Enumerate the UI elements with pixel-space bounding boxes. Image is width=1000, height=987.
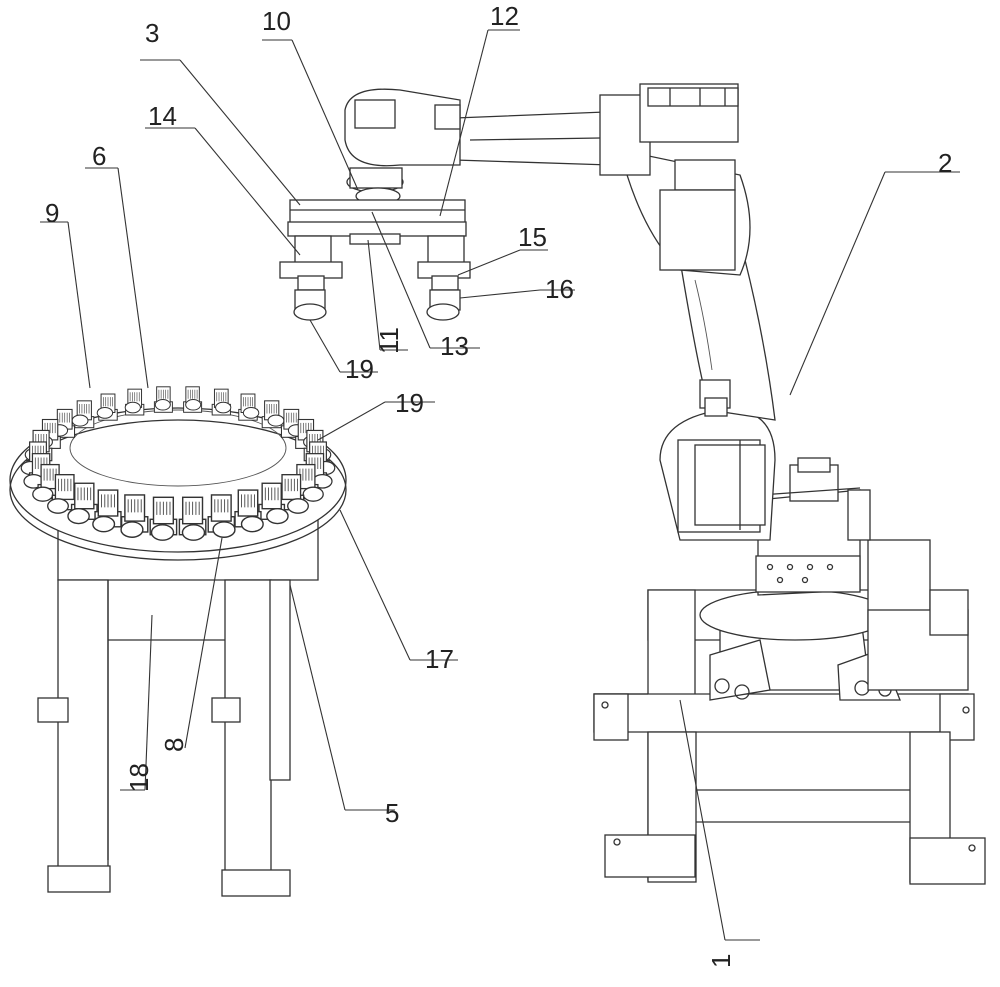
workpiece — [120, 494, 149, 538]
label-16: 16 — [545, 274, 574, 304]
workpiece — [153, 386, 173, 413]
label-3: 3 — [145, 18, 159, 48]
label-18: 18 — [124, 763, 154, 792]
label-12: 12 — [490, 1, 519, 31]
workpiece — [149, 496, 178, 541]
label-11: 11 — [374, 327, 404, 354]
label-17: 17 — [425, 644, 454, 674]
workpiece — [278, 474, 309, 514]
robot-arm — [344, 83, 969, 701]
label-2: 2 — [938, 148, 952, 178]
labels: 1 2 3 5 6 8 9 10 11 12 13 14 15 16 17 18… — [45, 1, 952, 968]
workpiece — [183, 386, 203, 413]
workpiece — [211, 388, 232, 416]
workpiece — [124, 388, 145, 416]
gripper-assembly — [279, 199, 471, 321]
label-14: 14 — [148, 101, 177, 131]
label-13: 13 — [440, 331, 469, 361]
label-9: 9 — [45, 198, 59, 228]
workpiece — [47, 474, 78, 514]
label-8: 8 — [159, 738, 189, 752]
workpiece — [71, 400, 95, 429]
leader-lines — [40, 29, 960, 941]
label-10: 10 — [262, 6, 291, 36]
workpiece — [92, 489, 122, 533]
workpiece — [178, 496, 207, 541]
label-1: 1 — [706, 954, 736, 968]
label-19-gripper: 19 — [345, 354, 374, 384]
workpiece — [96, 393, 118, 421]
workpiece — [258, 482, 289, 525]
label-15: 15 — [518, 222, 547, 252]
label-5: 5 — [385, 798, 399, 828]
label-6: 6 — [92, 141, 106, 171]
workpiece — [261, 400, 285, 429]
workpieces — [20, 386, 336, 541]
workpiece — [207, 494, 236, 538]
workpiece — [67, 482, 98, 525]
workpiece — [238, 393, 260, 421]
workpiece — [234, 489, 264, 533]
label-19-plate: 19 — [395, 388, 424, 418]
worktable — [37, 519, 319, 897]
